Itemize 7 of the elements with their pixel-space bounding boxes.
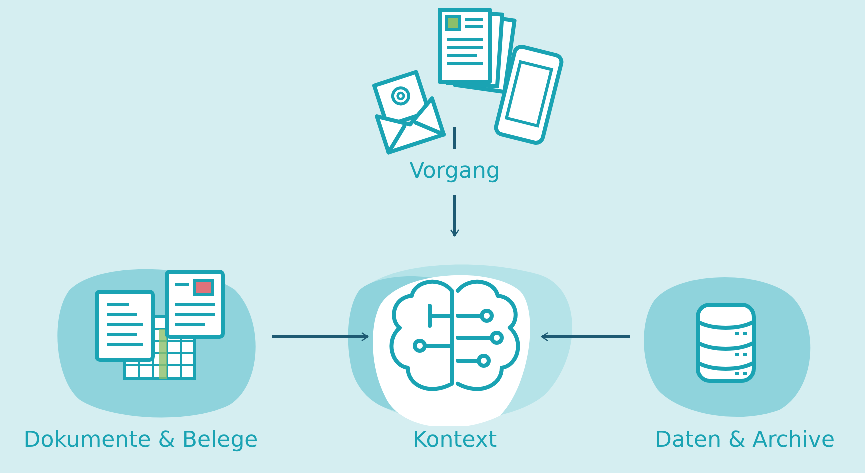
node-label: Vorgang [408, 159, 502, 184]
node-label: Dokumente & Belege [22, 428, 260, 453]
node-label: Daten & Archive [654, 428, 836, 453]
arrow [272, 332, 369, 342]
node-label: Kontext [412, 428, 498, 453]
arrow [450, 195, 460, 237]
arrow [541, 332, 630, 342]
